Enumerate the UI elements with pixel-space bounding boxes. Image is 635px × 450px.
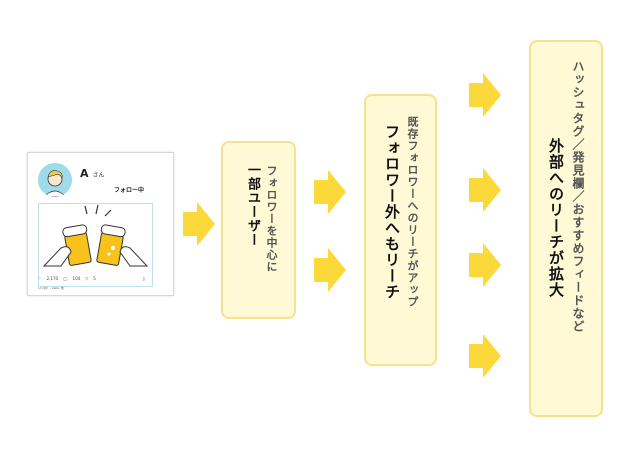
comment-count: 104 [72, 276, 81, 281]
arrow-right-icon [469, 334, 501, 378]
honorific: さん [92, 172, 105, 179]
arrow-right-icon [469, 243, 501, 287]
reach-stage-3-box: 外部へのリーチが拡大 ハッシュタグ／発見欄／おすすめフィードなど [529, 40, 603, 417]
bookmark-icon[interactable]: ▯ [142, 276, 145, 281]
arrow-right-icon [314, 170, 346, 214]
share-count: 5 [93, 276, 96, 281]
arrow-right-icon [469, 73, 501, 117]
beer-toast-illustration [42, 204, 149, 267]
comment-icon[interactable]: ◯ [63, 276, 68, 281]
reach-stage-1-box: 一部ユーザー フォロワーを中心に [221, 141, 296, 319]
stage-1-secondary: フォロワーを中心に [265, 165, 278, 273]
avatar [38, 163, 72, 197]
stage-3-primary: 外部へのリーチが拡大 [547, 138, 565, 298]
stage-2-secondary: 既存フォロワーへのリーチがアップ [406, 116, 419, 308]
share-icon[interactable]: ▽ [85, 276, 89, 281]
arrow-right-icon [183, 202, 215, 246]
username-letter: A [80, 167, 89, 180]
likes-summary: いいね！: kaiki, 他 [38, 286, 64, 290]
stage-2-primary: フォロワー外へもリーチ [383, 124, 401, 300]
stage-3-secondary: ハッシュタグ／発見欄／おすすめフィードなど [571, 60, 585, 333]
arrow-right-icon [314, 248, 346, 292]
reach-stage-2-box: フォロワー外へもリーチ 既存フォロワーへのリーチがアップ [364, 94, 437, 366]
heart-icon[interactable]: ♡ [38, 276, 42, 281]
arrow-right-icon [469, 168, 501, 212]
post-photo [38, 203, 153, 287]
post-actions: ♡ 2,170 ◯ 104 ▽ 5 ▯ [38, 276, 145, 281]
like-count: 2,170 [46, 276, 59, 281]
stage-1-primary: 一部ユーザー [245, 163, 260, 247]
follow-status[interactable]: フォロー中 [114, 187, 145, 194]
person-icon [38, 163, 72, 197]
